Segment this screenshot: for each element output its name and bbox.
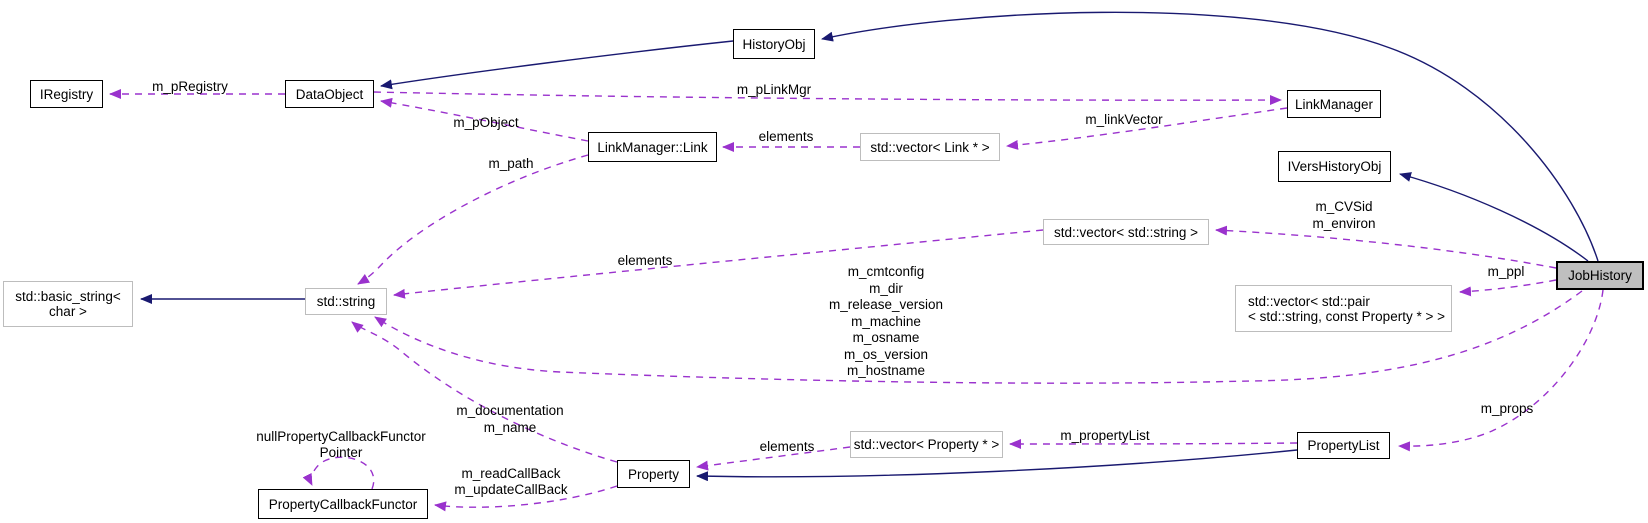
node-vector-property: std::vector< Property * >	[850, 431, 1003, 458]
edge-label-m-propertylist: m_propertyList	[1060, 428, 1150, 443]
edge-m-plinkmgr	[373, 91, 1282, 106]
node-linkmanager-link[interactable]: LinkManager::Link	[588, 132, 717, 162]
edge-label-documentation-name: m_documentation m_name	[456, 403, 564, 435]
edge-nullfunctor-selfloop	[302, 456, 375, 490]
edge-label-string-members: m_cmtconfig m_dir m_release_version m_ma…	[828, 264, 944, 378]
node-historyobj[interactable]: HistoryObj	[733, 29, 815, 59]
node-linkmanager[interactable]: LinkManager	[1287, 90, 1381, 118]
edge-label-cvsid-environ: m_CVSid m_environ	[1312, 199, 1376, 231]
node-ivershistoryobj[interactable]: IVersHistoryObj	[1278, 151, 1391, 182]
node-iregistry[interactable]: IRegistry	[30, 80, 103, 108]
edge-label-elements-link: elements	[758, 129, 814, 144]
node-basic-string: std::basic_string< char >	[3, 281, 133, 327]
edge-m-documentation-name	[351, 321, 618, 463]
edge-label-nullfunctor-pointer: nullPropertyCallbackFunctor Pointer	[256, 429, 426, 460]
edge-m-callbacks	[434, 485, 618, 512]
edge-label-m-plinkmgr: m_pLinkMgr	[736, 82, 812, 97]
node-jobhistory: JobHistory	[1556, 261, 1644, 290]
node-dataobject[interactable]: DataObject	[285, 80, 374, 108]
node-vector-string: std::vector< std::string >	[1043, 219, 1209, 245]
edge-m-pobject	[380, 97, 589, 142]
node-property[interactable]: Property	[617, 460, 690, 488]
node-vector-link: std::vector< Link * >	[860, 133, 1000, 161]
edge-m-propertylist	[1009, 438, 1298, 449]
node-propertylist[interactable]: PropertyList	[1297, 432, 1390, 459]
edge-label-m-ppl: m_ppl	[1487, 264, 1525, 279]
edge-label-m-path: m_path	[488, 156, 534, 171]
edge-m-props	[1398, 289, 1604, 452]
edge-label-m-linkvector: m_linkVector	[1085, 112, 1163, 127]
edge-label-elements-property: elements	[759, 439, 815, 454]
edge-inherit-historyobj-dataobject	[380, 40, 734, 90]
edge-label-elements-string: elements	[617, 253, 673, 268]
edge-inherit-jobhistory-historyobj	[821, 11, 1599, 262]
edge-elements-string	[393, 229, 1044, 299]
edge-string-members	[374, 290, 1583, 384]
node-std-string: std::string	[305, 288, 387, 315]
edge-label-m-pregistry: m_pRegistry	[152, 79, 228, 94]
node-vector-pair: std::vector< std::pair < std::string, co…	[1235, 285, 1452, 332]
edge-label-m-pobject: m_pObject	[453, 115, 519, 130]
edge-label-m-props: m_props	[1480, 401, 1534, 416]
edge-label-callbacks: m_readCallBack m_updateCallBack	[454, 466, 568, 497]
edge-m-ppl	[1459, 279, 1557, 297]
edge-m-linkvector	[1006, 107, 1288, 150]
node-propertycallbackfunctor[interactable]: PropertyCallbackFunctor	[258, 489, 428, 519]
edge-m-path	[357, 154, 589, 285]
edge-m-cvsid-environ	[1215, 225, 1557, 269]
edge-inherit-jobhistory-ivershistoryobj	[1399, 172, 1589, 262]
edge-inherit-propertylist-property	[696, 449, 1298, 482]
